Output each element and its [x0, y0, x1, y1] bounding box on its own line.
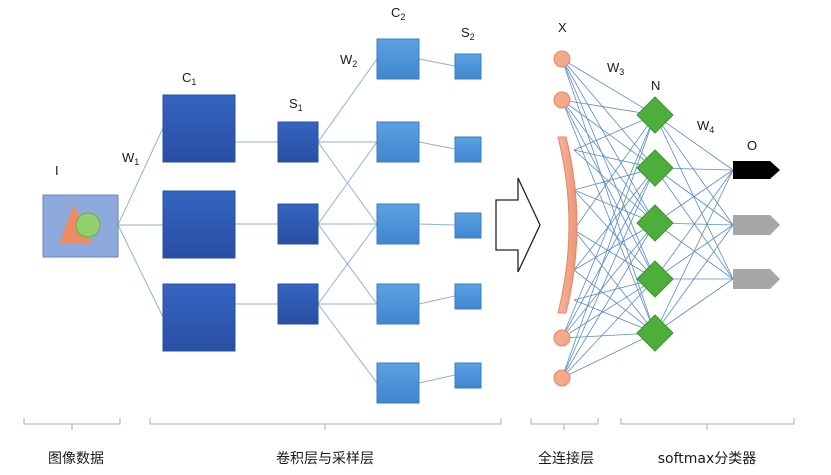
n-node — [636, 204, 674, 242]
label-c2: C2 — [391, 5, 405, 22]
c2-map — [376, 283, 420, 325]
input-circle-shape — [75, 212, 101, 238]
c1-map — [162, 283, 236, 352]
s1-map — [277, 283, 319, 325]
caption-fully-connected: 全连接层 — [538, 450, 594, 467]
section-captions: 图像数据 卷积层与采样层 全连接层 softmax分类器 — [48, 450, 756, 467]
s2-map — [454, 136, 482, 163]
c1-map — [162, 94, 236, 163]
x-flattened-bar — [557, 136, 578, 314]
label-n: N — [651, 78, 660, 93]
n-node — [636, 149, 674, 187]
s2-map — [454, 362, 482, 389]
brace-softmax — [620, 418, 795, 430]
label-s2: S2 — [461, 25, 475, 42]
edges-x-to-n — [561, 58, 656, 379]
edges-c2-to-s2 — [418, 58, 456, 384]
layer-labels: I W1 C1 S1 W2 C2 S2 X W3 N W4 O — [55, 5, 757, 178]
label-x: X — [558, 20, 567, 35]
brace-conv-pool — [149, 418, 502, 430]
x-node — [553, 91, 571, 109]
section-braces — [23, 418, 795, 430]
x-layer — [553, 50, 578, 387]
caption-image-data: 图像数据 — [48, 451, 104, 467]
output-inactive — [733, 215, 780, 235]
edges-input-to-c1 — [117, 127, 164, 318]
c2-map — [376, 38, 420, 80]
n-node — [636, 314, 674, 352]
s1-map — [277, 121, 319, 163]
c1-map — [162, 190, 236, 259]
edges-n-to-o — [654, 114, 734, 334]
output-inactive — [733, 269, 780, 289]
x-node — [553, 369, 571, 387]
n-layer — [636, 96, 674, 352]
brace-fully-connected — [530, 418, 599, 430]
label-input: I — [55, 163, 59, 178]
s1-feature-maps — [277, 121, 319, 325]
s2-map — [454, 53, 482, 80]
brace-image-data — [23, 418, 121, 430]
caption-softmax: softmax分类器 — [658, 451, 757, 467]
output-layer — [733, 161, 780, 289]
label-w2: W2 — [340, 52, 357, 69]
s2-map — [454, 212, 482, 239]
s2-feature-maps — [454, 53, 482, 389]
edges-s1-to-c2 — [317, 58, 378, 384]
label-w3: W3 — [607, 60, 624, 77]
output-active — [733, 161, 780, 179]
input-image — [42, 194, 119, 258]
x-node — [553, 50, 571, 68]
edges-c1-to-s1 — [235, 141, 278, 305]
x-node — [553, 329, 571, 347]
s1-map — [277, 203, 319, 245]
c2-map — [376, 362, 420, 404]
label-o: O — [747, 138, 757, 153]
label-c1: C1 — [182, 70, 196, 87]
c2-feature-maps — [376, 38, 420, 404]
transition-arrow-icon — [495, 177, 541, 273]
label-s1: S1 — [289, 96, 303, 113]
n-node — [636, 260, 674, 298]
c2-map — [376, 121, 420, 163]
c2-map — [376, 203, 420, 245]
label-w4: W4 — [697, 118, 714, 135]
caption-conv-pool: 卷积层与采样层 — [276, 451, 374, 467]
s2-map — [454, 283, 482, 310]
label-w1: W1 — [122, 150, 139, 167]
n-node — [636, 96, 674, 134]
c1-feature-maps — [162, 94, 236, 352]
